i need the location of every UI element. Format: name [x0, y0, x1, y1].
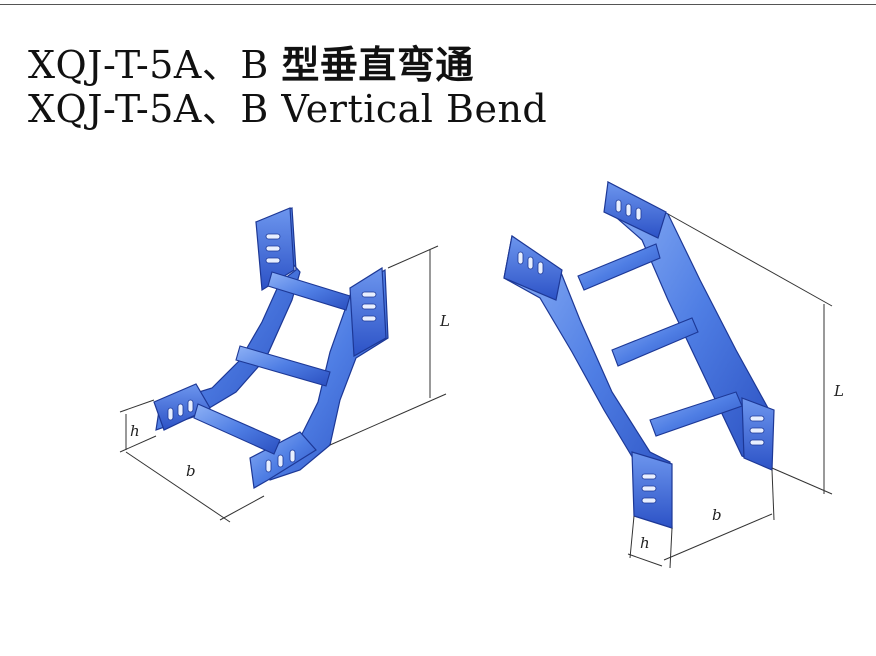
left-dim-L: L [439, 312, 450, 330]
right-lower-plate [741, 397, 775, 471]
left-dimension-lines [119, 245, 447, 523]
right-rung-1 [577, 243, 661, 291]
title-line-2: XQJ-T-5A、B Vertical Bend [28, 87, 548, 131]
left-rung-2 [235, 345, 331, 387]
left-rung-3 [193, 403, 281, 455]
right-bolt-slots [517, 199, 765, 504]
left-back-end-plate [349, 266, 387, 357]
model-code: XQJ-T-5A、B [28, 43, 269, 87]
left-dim-b: b [186, 462, 196, 480]
right-dim-b: b [712, 506, 722, 524]
left-vertical-bend: L b h [119, 207, 450, 523]
right-vertical-bend: L b h [503, 180, 844, 569]
right-rung-2 [611, 317, 699, 367]
right-dim-h: h [640, 534, 650, 552]
chinese-name: 型垂直弯通 [281, 42, 474, 87]
right-dim-L: L [833, 382, 844, 400]
top-rule [0, 4, 876, 5]
left-bolt-slots [167, 233, 377, 473]
left-rung-1 [267, 271, 351, 311]
left-dim-h: h [130, 422, 140, 440]
right-top-plate [603, 181, 667, 239]
right-rung-3 [649, 391, 743, 437]
right-dimension-lines [627, 213, 833, 569]
title-line-1: XQJ-T-5A、B 型垂直弯通 [28, 42, 474, 87]
